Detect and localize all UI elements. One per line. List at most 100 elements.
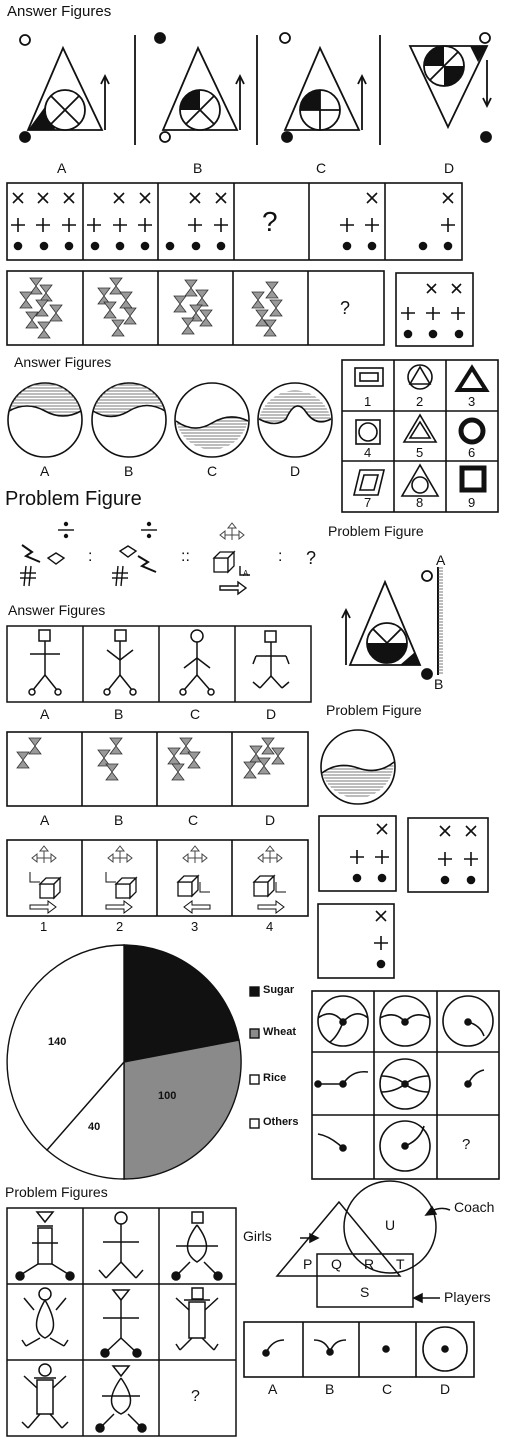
cube-option-label-2: 2 bbox=[116, 919, 124, 934]
mirror-problem-figure bbox=[341, 567, 443, 680]
tile-figure-4 bbox=[251, 281, 283, 337]
cube-option-3 bbox=[177, 845, 211, 914]
pie-slice-wheat bbox=[123, 1039, 242, 1180]
problem-figure-heading-3: Problem Figure bbox=[326, 702, 422, 718]
pie-slice-others bbox=[46, 1060, 125, 1180]
arc-grid-question-mark: ? bbox=[462, 1136, 471, 1153]
circle-option-b: B bbox=[124, 463, 134, 479]
problem-figure-heading-2: Problem Figure bbox=[328, 523, 424, 539]
legend-sugar: Sugar bbox=[263, 984, 295, 996]
tile-series-strip bbox=[6, 270, 474, 347]
option-label-a: A bbox=[57, 160, 67, 176]
hourglass-option-b bbox=[97, 737, 123, 781]
arc-option-label-b: B bbox=[325, 1381, 335, 1397]
arc-option-label-a: A bbox=[268, 1381, 278, 1397]
symbol-boxes bbox=[317, 815, 489, 979]
water-circles bbox=[7, 382, 333, 458]
grid-number-6: 6 bbox=[468, 445, 476, 460]
tile-figure-1 bbox=[19, 277, 63, 339]
legend-rice: Rice bbox=[263, 1072, 287, 1084]
grid-number-2: 2 bbox=[416, 394, 424, 409]
option-label-c: C bbox=[316, 160, 327, 176]
symbol-series-strip bbox=[6, 182, 463, 261]
tile-figure-2 bbox=[97, 277, 137, 337]
circle-option-c: C bbox=[207, 463, 218, 479]
cube-option-label-4: 4 bbox=[266, 919, 274, 934]
doll-grid bbox=[6, 1207, 237, 1437]
pie-slice-rice bbox=[6, 944, 125, 1151]
answer-figures-heading-3: Answer Figures bbox=[8, 602, 106, 618]
venn-label-players: Players bbox=[444, 1289, 491, 1305]
answer-figures-heading-1: Answer Figures bbox=[7, 3, 112, 20]
venn-region-u: U bbox=[385, 1217, 396, 1233]
grid-number-8: 8 bbox=[416, 495, 424, 510]
triangle-answer-figures bbox=[19, 32, 492, 145]
venn-region-t: T bbox=[396, 1256, 405, 1272]
svg-text:A: A bbox=[243, 569, 249, 578]
venn-region-r: R bbox=[364, 1256, 375, 1272]
hourglass-option-label-d: D bbox=[265, 812, 276, 828]
option-label-b: B bbox=[193, 160, 203, 176]
venn-region-p: P bbox=[303, 1256, 313, 1272]
hourglass-options bbox=[6, 731, 309, 807]
analogy-colon-2: : bbox=[278, 548, 283, 565]
venn-region-q: Q bbox=[331, 1256, 342, 1272]
circle-option-a: A bbox=[40, 463, 50, 479]
problem-water-circle bbox=[320, 729, 396, 805]
venn-region-s: S bbox=[360, 1284, 370, 1300]
cube-option-2 bbox=[105, 845, 137, 914]
hourglass-option-label-b: B bbox=[114, 812, 124, 828]
hourglass-option-a bbox=[16, 737, 42, 769]
legend-wheat: Wheat bbox=[263, 1026, 296, 1038]
cube-options bbox=[6, 839, 309, 917]
tiles-question-mark: ? bbox=[340, 298, 351, 318]
stick-option-b: B bbox=[114, 706, 124, 722]
hourglass-option-label-c: C bbox=[188, 812, 199, 828]
circle-option-d: D bbox=[290, 463, 301, 479]
pie-slice-sugar bbox=[123, 944, 240, 1063]
cube-option-4 bbox=[253, 845, 286, 914]
arc-option-label-c: C bbox=[382, 1381, 393, 1397]
pie-chart bbox=[6, 944, 260, 1180]
hourglass-option-d bbox=[243, 737, 285, 779]
venn-label-girls: Girls bbox=[243, 1228, 272, 1244]
tile-figure-3 bbox=[173, 279, 213, 335]
pie-value-others: 40 bbox=[88, 1121, 101, 1133]
grid-number-3: 3 bbox=[468, 394, 476, 409]
venn-label-coach: Coach bbox=[454, 1199, 495, 1215]
shape-grid bbox=[341, 359, 499, 513]
stick-option-a: A bbox=[40, 706, 50, 722]
answer-figures-heading-2: Answer Figures bbox=[14, 354, 112, 370]
doll-grid-question-mark: ? bbox=[191, 1388, 200, 1405]
grid-number-4: 4 bbox=[364, 445, 372, 460]
option-label-d: D bbox=[444, 160, 455, 176]
cube-option-1 bbox=[29, 845, 61, 914]
stick-option-c: C bbox=[190, 706, 201, 722]
pie-value-rice: 140 bbox=[48, 1036, 67, 1048]
arc-grid bbox=[311, 990, 500, 1180]
problem-figure-heading-1: Problem Figure bbox=[5, 488, 142, 510]
stick-option-d: D bbox=[266, 706, 277, 722]
analogy-colon-1: : bbox=[88, 548, 93, 565]
mirror-label-b: B bbox=[434, 676, 444, 692]
stick-figure-options bbox=[6, 625, 312, 703]
arc-answer-options bbox=[243, 1321, 475, 1378]
grid-number-9: 9 bbox=[468, 495, 476, 510]
analogy-figures: A bbox=[20, 521, 250, 596]
cube-option-label-3: 3 bbox=[191, 919, 199, 934]
grid-number-7: 7 bbox=[364, 495, 372, 510]
arc-option-label-d: D bbox=[440, 1381, 451, 1397]
problem-figures-heading: Problem Figures bbox=[5, 1184, 108, 1200]
series-question-mark: ? bbox=[262, 206, 278, 237]
legend-others: Others bbox=[263, 1116, 299, 1128]
grid-number-1: 1 bbox=[364, 394, 372, 409]
cube-option-label-1: 1 bbox=[40, 919, 48, 934]
analogy-double-colon: :: bbox=[181, 548, 190, 565]
hourglass-option-label-a: A bbox=[40, 812, 50, 828]
mirror-label-a: A bbox=[436, 552, 446, 568]
grid-number-5: 5 bbox=[416, 445, 424, 460]
hourglass-option-c bbox=[167, 737, 201, 781]
analogy-question-mark: ? bbox=[306, 548, 317, 568]
pie-value-wheat: 100 bbox=[158, 1090, 177, 1102]
